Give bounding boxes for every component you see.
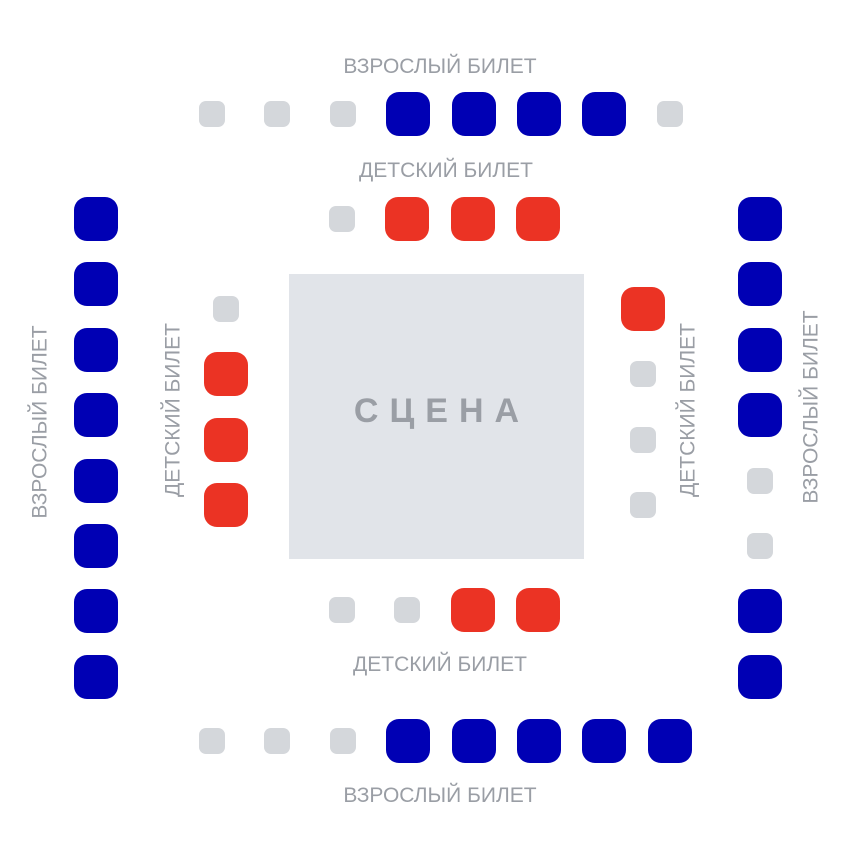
seat-left-adult-7-adult[interactable] <box>74 589 118 634</box>
seat-top-adult-4-adult[interactable] <box>386 92 431 136</box>
seat-left-child-3-child[interactable] <box>204 417 248 462</box>
label-right-adult: ВЗРОСЛЫЙ БИЛЕТ <box>799 310 823 504</box>
seat-top-adult-8-unavailable <box>656 101 683 127</box>
seat-bottom-child-4-child[interactable] <box>516 588 561 632</box>
seat-right-adult-6-unavailable <box>747 533 773 559</box>
seat-left-adult-2-adult[interactable] <box>74 262 118 307</box>
seat-right-child-1-child[interactable] <box>621 287 665 331</box>
seat-right-adult-1-adult[interactable] <box>738 197 782 241</box>
seat-top-adult-3-unavailable <box>329 101 356 127</box>
seat-top-adult-2-unavailable <box>264 101 291 127</box>
seat-right-adult-8-adult[interactable] <box>738 654 782 699</box>
seat-bottom-adult-7-adult[interactable] <box>582 719 627 763</box>
seat-top-child-2-child[interactable] <box>385 197 430 241</box>
seat-left-adult-4-adult[interactable] <box>74 393 118 438</box>
seat-top-adult-5-adult[interactable] <box>451 92 496 136</box>
seat-right-adult-5-unavailable <box>747 467 773 494</box>
seat-left-adult-8-adult[interactable] <box>74 654 118 699</box>
seat-top-child-3-child[interactable] <box>450 197 495 241</box>
label-right-child: ДЕТСКИЙ БИЛЕТ <box>676 323 700 497</box>
seat-left-adult-1-adult[interactable] <box>74 197 118 241</box>
seat-bottom-adult-4-adult[interactable] <box>386 719 431 763</box>
seat-bottom-child-1-unavailable <box>329 597 355 623</box>
seat-right-adult-2-adult[interactable] <box>738 262 782 307</box>
label-bottom-adult: ВЗРОСЛЫЙ БИЛЕТ <box>343 784 537 807</box>
seat-left-child-2-child[interactable] <box>204 352 248 397</box>
seat-bottom-adult-2-unavailable <box>264 728 291 754</box>
label-bottom-child: ДЕТСКИЙ БИЛЕТ <box>353 653 527 676</box>
seat-bottom-child-2-unavailable <box>394 597 421 623</box>
seat-top-child-4-child[interactable] <box>516 197 561 241</box>
seat-bottom-adult-3-unavailable <box>329 728 356 754</box>
seat-bottom-adult-5-adult[interactable] <box>451 719 496 763</box>
label-top-child: ДЕТСКИЙ БИЛЕТ <box>359 159 533 182</box>
seat-bottom-child-3-child[interactable] <box>450 588 495 632</box>
label-top-adult: ВЗРОСЛЫЙ БИЛЕТ <box>343 55 537 78</box>
seat-right-child-2-unavailable <box>630 361 656 388</box>
seat-bottom-adult-8-adult[interactable] <box>647 719 692 763</box>
seat-top-adult-7-adult[interactable] <box>582 92 627 136</box>
seat-top-child-1-unavailable <box>329 206 355 232</box>
stage-label: СЦЕНА <box>353 392 531 430</box>
seat-right-adult-4-adult[interactable] <box>738 393 782 438</box>
seat-right-child-3-unavailable <box>630 426 656 453</box>
seat-left-adult-5-adult[interactable] <box>74 458 118 503</box>
seat-right-adult-7-adult[interactable] <box>738 589 782 634</box>
seat-left-adult-3-adult[interactable] <box>74 327 118 372</box>
seat-right-child-4-unavailable <box>630 492 656 519</box>
seat-top-adult-6-adult[interactable] <box>517 92 561 136</box>
stage: СЦЕНА <box>289 274 584 559</box>
seat-bottom-adult-1-unavailable <box>199 728 225 754</box>
seat-right-adult-3-adult[interactable] <box>738 327 782 372</box>
seat-bottom-adult-6-adult[interactable] <box>517 719 561 763</box>
seat-left-child-4-child[interactable] <box>204 483 248 528</box>
label-left-child: ДЕТСКИЙ БИЛЕТ <box>161 323 185 497</box>
seat-left-child-1-unavailable <box>213 296 239 322</box>
seat-top-adult-1-unavailable <box>199 101 225 127</box>
seat-left-adult-6-adult[interactable] <box>74 524 118 568</box>
label-left-adult: ВЗРОСЛЫЙ БИЛЕТ <box>28 325 52 519</box>
